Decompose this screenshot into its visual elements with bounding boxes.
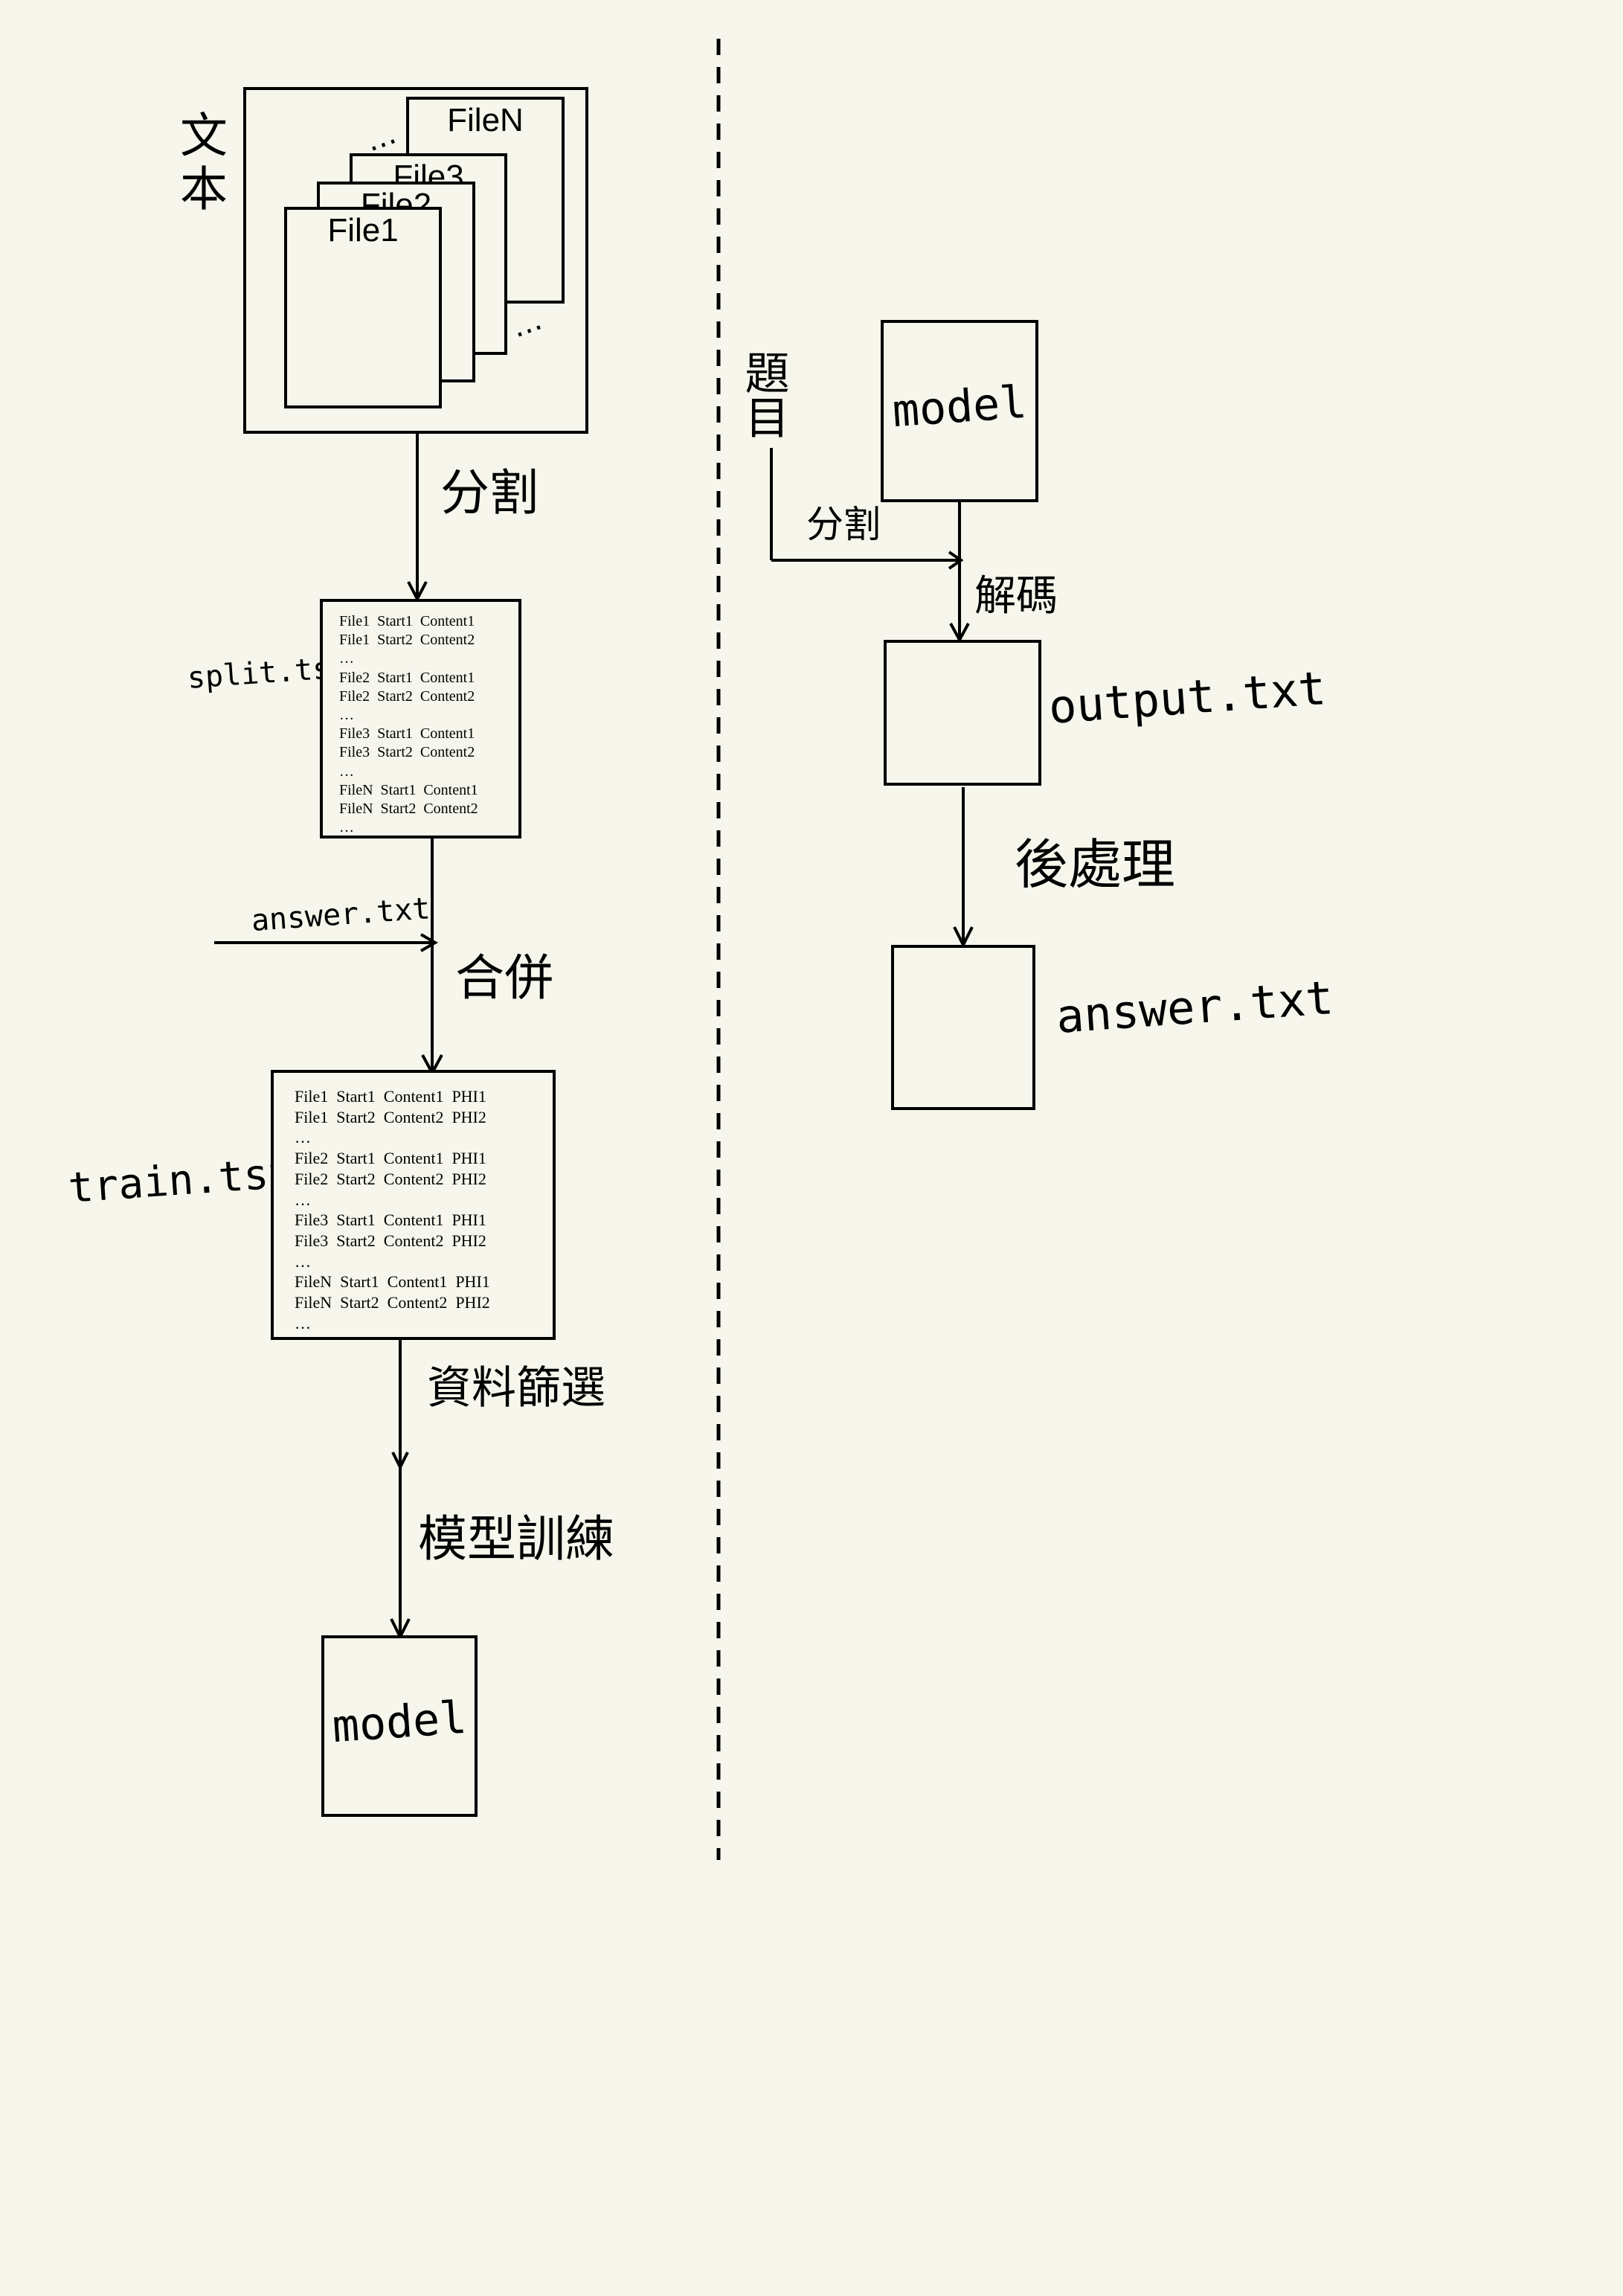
text-corpus-label: 文本 — [172, 110, 227, 217]
file-card-1-label: File1 — [327, 212, 399, 248]
split-tsv-row: File3 Start1 Content1 — [339, 725, 475, 743]
train-tsv-row: File3 Start2 Content2 PHI2 — [295, 1231, 486, 1251]
arrow-filter-head — [391, 1452, 409, 1471]
file-card-1: File1 — [284, 207, 442, 408]
train-tsv-row: FileN Start1 Content1 PHI1 — [295, 1272, 490, 1292]
train-tsv-row: … — [295, 1128, 311, 1147]
split-tsv-row: File3 Start2 Content2 — [339, 744, 475, 761]
filter-step-label: 資料篩選 — [427, 1362, 605, 1414]
merge-step-label: 合併 — [455, 949, 553, 1007]
question-label: 題目 — [737, 350, 789, 439]
split-tsv-row: … — [339, 706, 354, 723]
postprocess-step-label: 後處理 — [1015, 833, 1176, 896]
split-step-label: 分割 — [440, 464, 539, 522]
split-tsv-row: File2 Start1 Content1 — [339, 669, 475, 686]
train-tsv-row: File3 Start1 Content1 PHI1 — [295, 1210, 486, 1230]
train-tsv-row: File1 Start1 Content1 PHI1 — [295, 1087, 486, 1106]
train-step-label: 模型訓練 — [418, 1510, 614, 1568]
train-tsv-row: File2 Start2 Content2 PHI2 — [295, 1169, 486, 1188]
arrow-answer-head — [420, 933, 438, 952]
train-tsv-row: … — [295, 1190, 311, 1209]
question-split-label: 分割 — [806, 503, 881, 546]
split-tsv-row: File1 Start1 Content1 — [339, 613, 475, 629]
train-tsv-row: File1 Start2 Content2 PHI2 — [295, 1107, 486, 1126]
split-tsv-row: File2 Start2 Content2 — [339, 687, 475, 705]
train-tsv-row: … — [295, 1313, 311, 1333]
answer-txt-box — [891, 945, 1035, 1110]
train-tsv-row: FileN Start2 Content2 PHI2 — [295, 1293, 490, 1312]
split-tsv-row: File1 Start2 Content2 — [339, 632, 475, 649]
trained-model-box: model — [321, 1635, 478, 1817]
output-txt-box — [884, 640, 1041, 786]
split-tsv-row: … — [339, 650, 354, 667]
train-tsv-row: … — [295, 1251, 311, 1271]
split-tsv-row: FileN Start1 Content1 — [339, 781, 478, 798]
file-card-n-label: FileN — [447, 102, 524, 138]
trained-model-label: model — [330, 1691, 469, 1754]
split-tsv-row: … — [339, 763, 354, 780]
split-tsv-row: FileN Start2 Content2 — [339, 800, 478, 817]
train-tsv-row: File2 Start1 Content1 PHI1 — [295, 1149, 486, 1168]
split-tsv-row: … — [339, 819, 354, 836]
inference-model-label: model — [890, 376, 1029, 438]
decode-step-label: 解碼 — [974, 572, 1058, 621]
inference-model-box: model — [881, 320, 1038, 502]
